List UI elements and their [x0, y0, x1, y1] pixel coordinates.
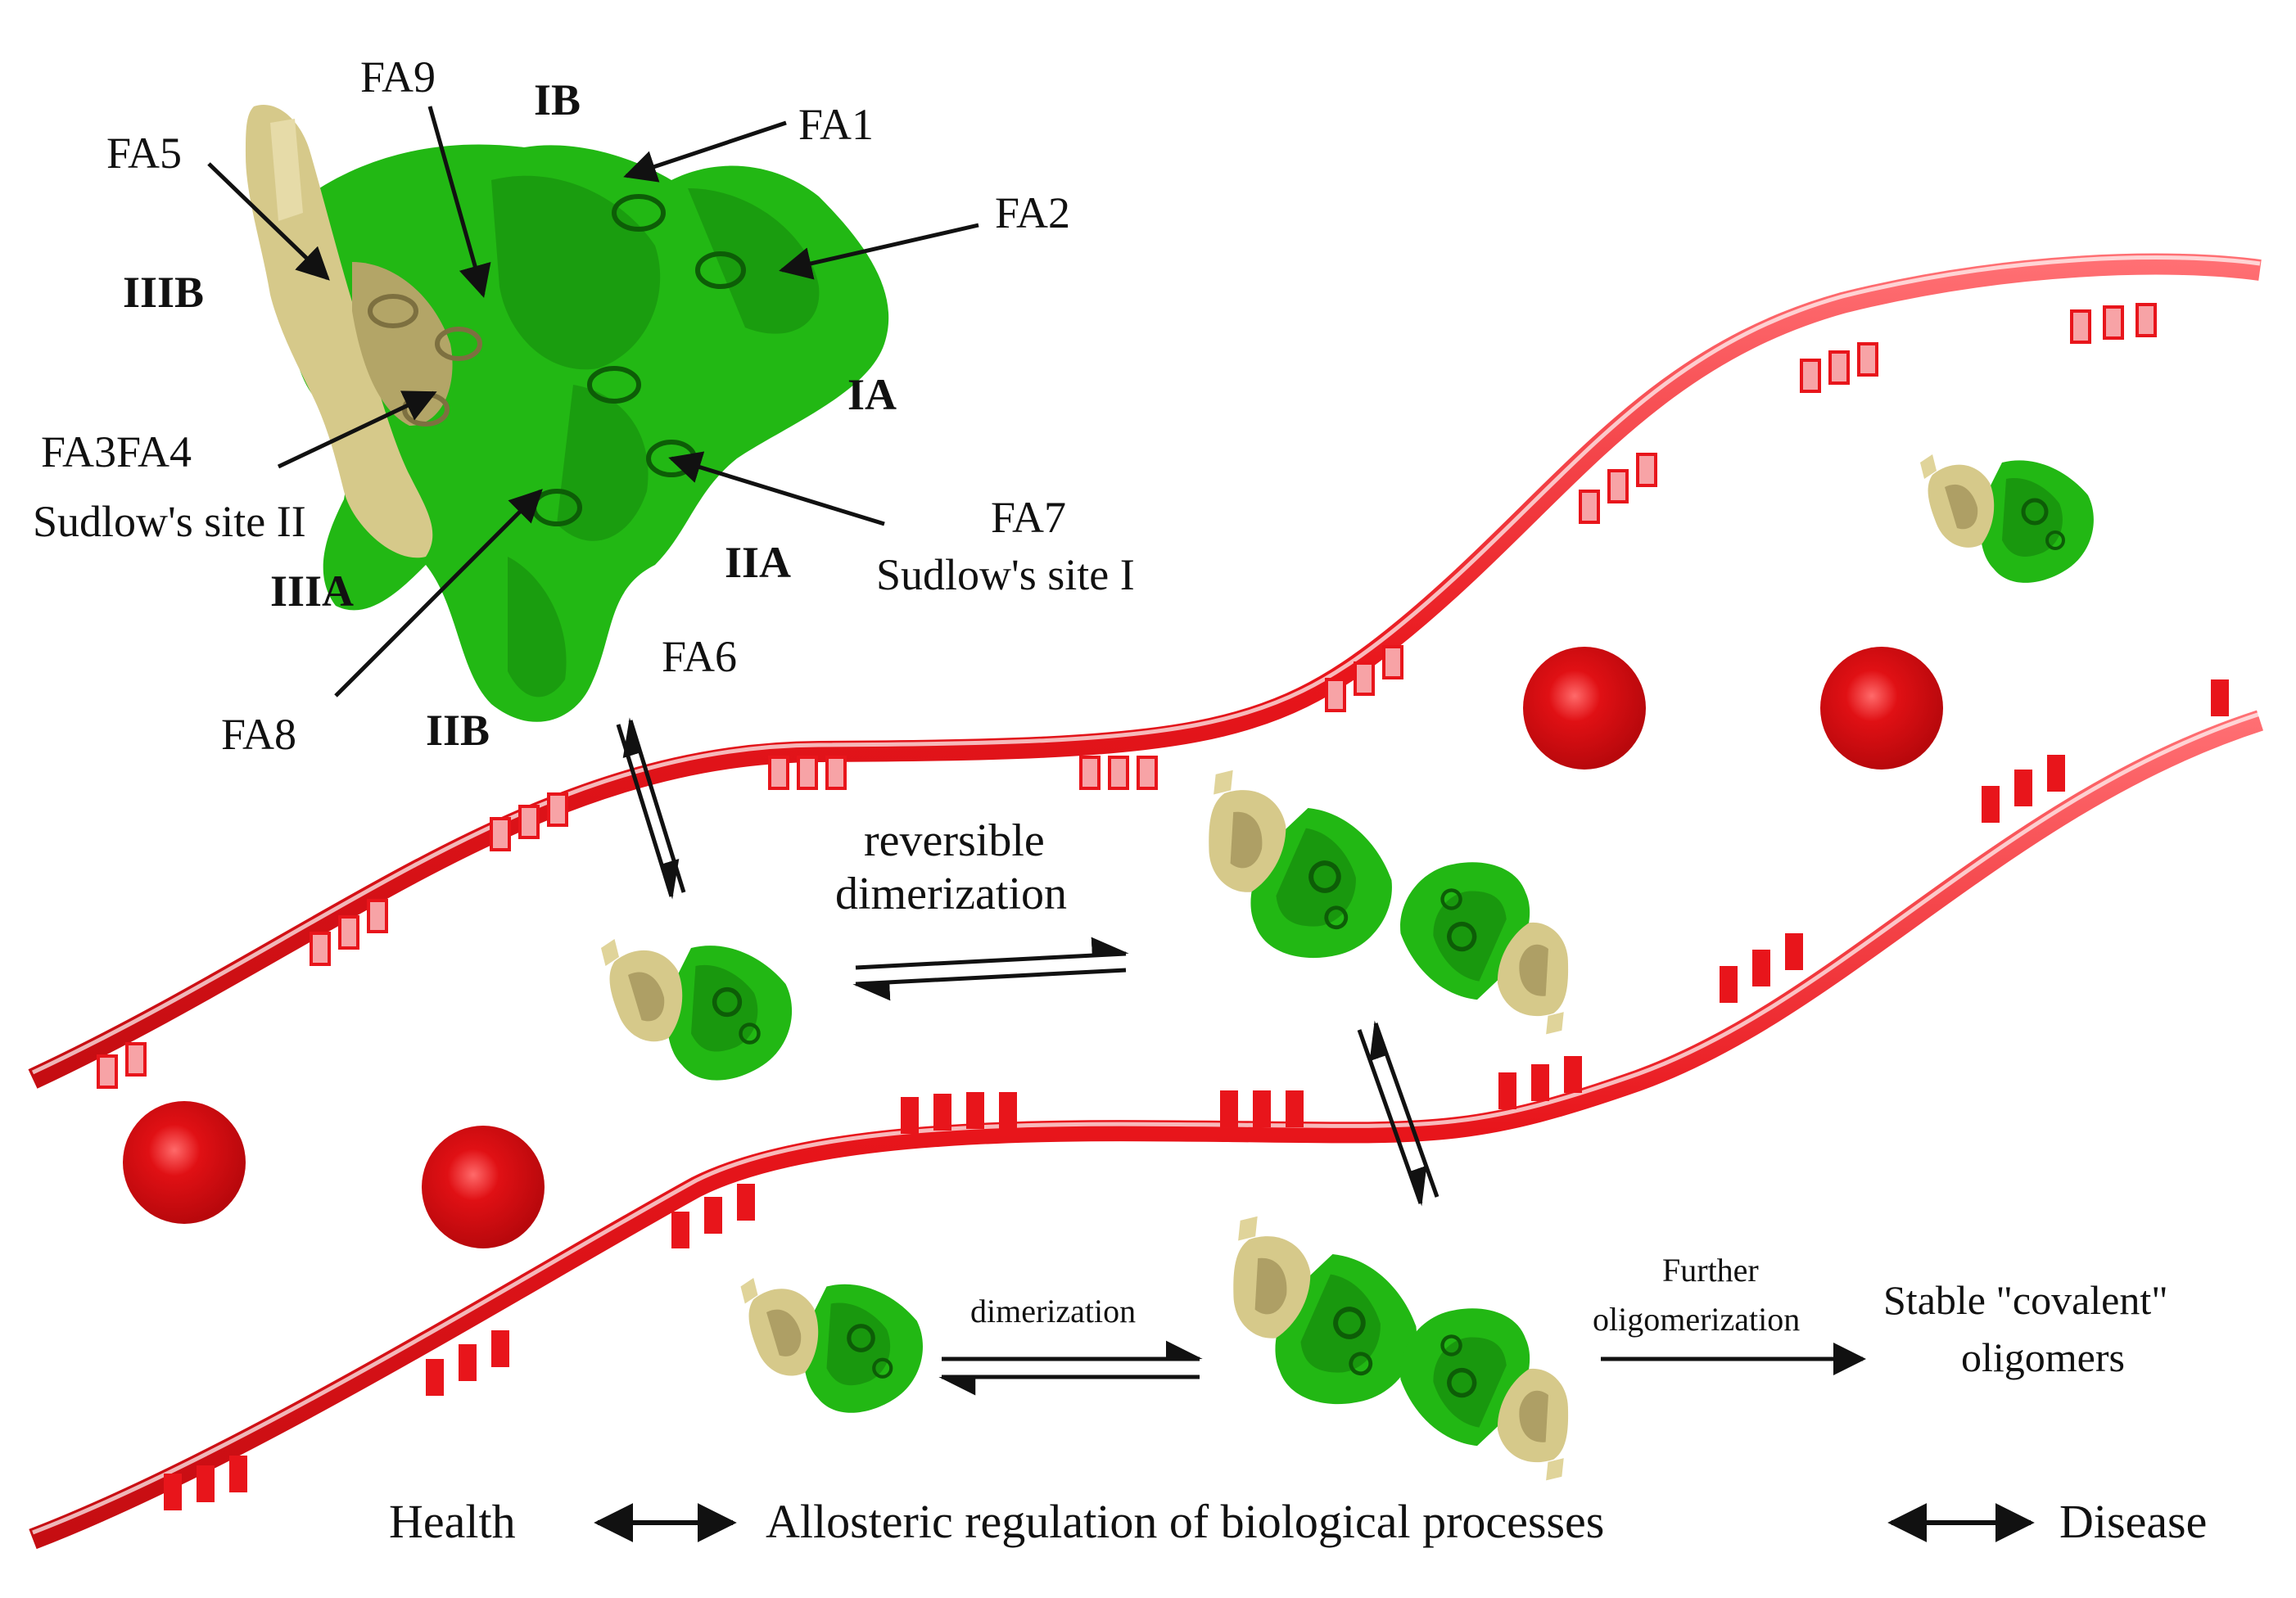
label-sudlow-ii: Sudlow's site II — [33, 497, 306, 546]
bottom-regulation-line: Health Allosteric regulation of biologic… — [389, 1495, 2207, 1548]
label-fa9: FA9 — [360, 52, 436, 102]
label-iia: IIA — [725, 538, 791, 587]
label-fa3fa4: FA3FA4 — [41, 427, 192, 476]
label-sudlow-i: Sudlow's site I — [876, 550, 1135, 599]
label-stable-covalent: Stable "covalent" — [1883, 1277, 2168, 1323]
label-oligomers: oligomers — [1961, 1334, 2125, 1380]
label-reversible-dimerization: dimerization — [835, 869, 1067, 919]
label-dimerization: dimerization — [970, 1293, 1136, 1329]
equilibrium-arrows — [616, 717, 1440, 1396]
label-fa5: FA5 — [106, 129, 182, 178]
process-labels: reversible dimerization dimerization Fur… — [835, 815, 2168, 1380]
label-oligomerization: oligomerization — [1593, 1301, 1800, 1338]
label-fa8: FA8 — [221, 710, 296, 759]
upper-vessel-wall — [28, 253, 2262, 1089]
label-further: Further — [1662, 1252, 1759, 1289]
label-fa7: FA7 — [991, 493, 1066, 542]
label-iiib: IIIB — [123, 268, 204, 317]
label-iiia: IIIA — [270, 567, 354, 616]
site-arrows — [207, 106, 979, 697]
albumin-protein-icon — [601, 454, 2094, 1485]
label-ib: IB — [534, 75, 581, 124]
label-health: Health — [389, 1495, 516, 1548]
label-reversible: reversible — [864, 815, 1045, 866]
site-labels: FA9 FA5 FA1 FA2 FA3FA4 Sudlow's site II … — [33, 52, 1135, 759]
red-blood-cell-icon — [123, 647, 1943, 1248]
domain-labels: IB IA IIA IIB IIIA IIIB — [123, 75, 897, 755]
label-ia: IA — [847, 370, 897, 419]
label-disease: Disease — [2059, 1495, 2207, 1548]
albumin-structure-icon — [246, 105, 889, 722]
label-fa2: FA2 — [995, 188, 1070, 237]
label-fa6: FA6 — [662, 632, 737, 681]
lower-vessel-wall — [29, 679, 2263, 1550]
label-fa1: FA1 — [798, 100, 874, 149]
label-iib: IIB — [426, 706, 490, 755]
label-allosteric-regulation: Allosteric regulation of biological proc… — [766, 1495, 1604, 1548]
